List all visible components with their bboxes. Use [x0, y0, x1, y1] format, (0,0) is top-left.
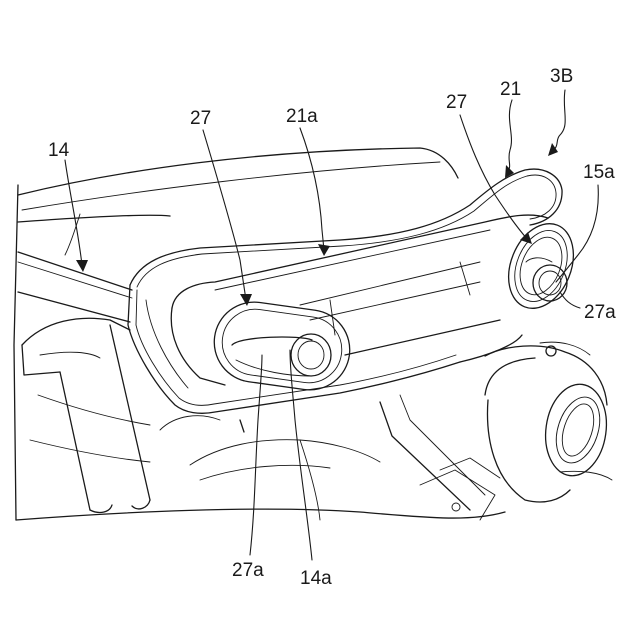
label-14: 14 [48, 140, 70, 161]
outlet-27a-right [497, 214, 586, 318]
leader-21a [300, 128, 324, 250]
lower-right-cylinder [485, 342, 612, 502]
leader-14a [290, 350, 312, 560]
label-27-right: 27 [446, 92, 467, 113]
leader-27-left [203, 130, 246, 300]
label-3B: 3B [550, 66, 573, 87]
label-15a: 15a [583, 162, 615, 183]
arrow-14 [76, 260, 88, 272]
leader-27a-bottom [250, 355, 262, 555]
arrowheads [76, 143, 558, 306]
leader-27-right [460, 115, 528, 240]
label-27a-bottom: 27a [232, 560, 264, 581]
leader-lines [65, 90, 598, 560]
label-27a-right: 27a [584, 302, 616, 323]
frame-member-14 [18, 252, 132, 322]
arrow-27-right [520, 232, 532, 244]
leader-3B [552, 90, 565, 152]
label-14a: 14a [300, 568, 332, 589]
leader-21 [508, 100, 512, 172]
label-21a: 21a [286, 106, 318, 127]
seat-cover [18, 148, 458, 255]
housing-21 [128, 169, 562, 413]
label-27-left: 27 [190, 108, 211, 129]
bottom-edge [16, 509, 505, 520]
lower-left-structure [22, 318, 150, 512]
outlet-27a-left [209, 297, 355, 395]
frame-left-edge [14, 185, 18, 520]
label-21: 21 [500, 79, 521, 100]
duct-27 [171, 215, 548, 385]
arrow-21a [318, 244, 330, 256]
leader-15a [556, 185, 598, 282]
